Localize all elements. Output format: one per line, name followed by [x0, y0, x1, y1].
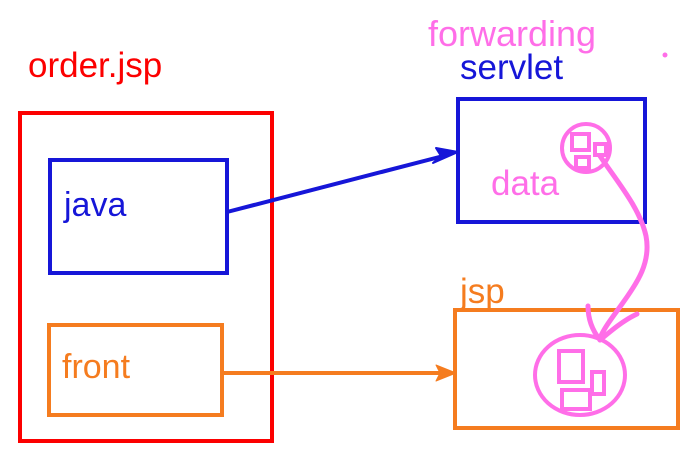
- label-java: java: [64, 186, 127, 224]
- stray-dot-artifact: [662, 52, 668, 58]
- node-java-box[interactable]: [48, 158, 229, 275]
- edge-data-forward[interactable]: [585, 153, 650, 343]
- node-servlet-box[interactable]: [456, 97, 647, 224]
- node-front-box[interactable]: [47, 323, 224, 417]
- edge-java-to-servlet[interactable]: [226, 147, 459, 214]
- label-data: data: [491, 164, 560, 203]
- servlet-data-icon: [560, 122, 612, 174]
- label-jsp: jsp: [460, 272, 505, 311]
- label-servlet: servlet: [460, 48, 564, 87]
- node-jsp-box[interactable]: [453, 308, 680, 430]
- jsp-data-icon: [533, 333, 627, 417]
- label-front: front: [62, 348, 131, 386]
- edge-front-to-jsp[interactable]: [222, 364, 457, 382]
- label-order-jsp: order.jsp: [28, 46, 163, 85]
- node-order-jsp-container[interactable]: [18, 111, 274, 443]
- label-forwarding: forwarding: [428, 13, 597, 54]
